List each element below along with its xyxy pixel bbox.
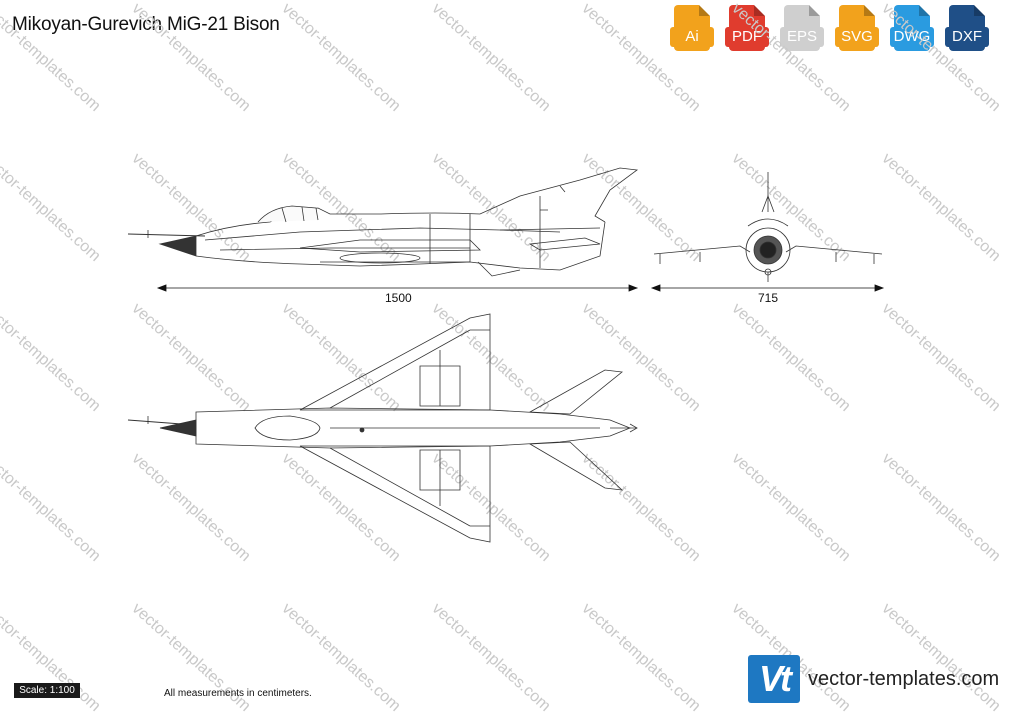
file-fold-corner — [699, 5, 710, 16]
length-dimension-label: 1500 — [385, 291, 412, 305]
illustrator-file-icon[interactable]: Ai — [670, 5, 714, 51]
front-view — [653, 172, 883, 282]
file-fold-corner — [974, 5, 985, 16]
file-fold-corner — [754, 5, 765, 16]
brand-logo-icon: Vt — [748, 655, 800, 703]
format-label: EPS — [780, 27, 824, 47]
dxf-file-icon[interactable]: DXF — [945, 5, 989, 51]
format-label: SVG — [835, 27, 879, 47]
format-label: PDF — [725, 27, 769, 47]
format-label: DWG — [890, 27, 934, 47]
page-title: Mikoyan-Gurevich MiG-21 Bison — [12, 14, 280, 35]
wingspan-dimension-label: 715 — [758, 291, 779, 305]
file-fold-corner — [809, 5, 820, 16]
length-dimension-line — [156, 284, 639, 292]
svg-file-icon[interactable]: SVG — [835, 5, 879, 51]
format-label: DXF — [945, 27, 989, 47]
format-label: Ai — [670, 27, 714, 47]
measurement-note: All measurements in centimeters. — [164, 688, 312, 699]
top-view — [127, 313, 638, 543]
side-view — [127, 167, 639, 277]
scale-badge: Scale: 1:100 — [14, 683, 80, 698]
file-fold-corner — [919, 5, 930, 16]
span-dimension-line — [650, 284, 885, 292]
pdf-file-icon[interactable]: PDF — [725, 5, 769, 51]
brand-site-label: vector-templates.com — [808, 668, 1000, 690]
file-fold-corner — [864, 5, 875, 16]
eps-file-icon[interactable]: EPS — [780, 5, 824, 51]
dwg-file-icon[interactable]: DWG — [890, 5, 934, 51]
